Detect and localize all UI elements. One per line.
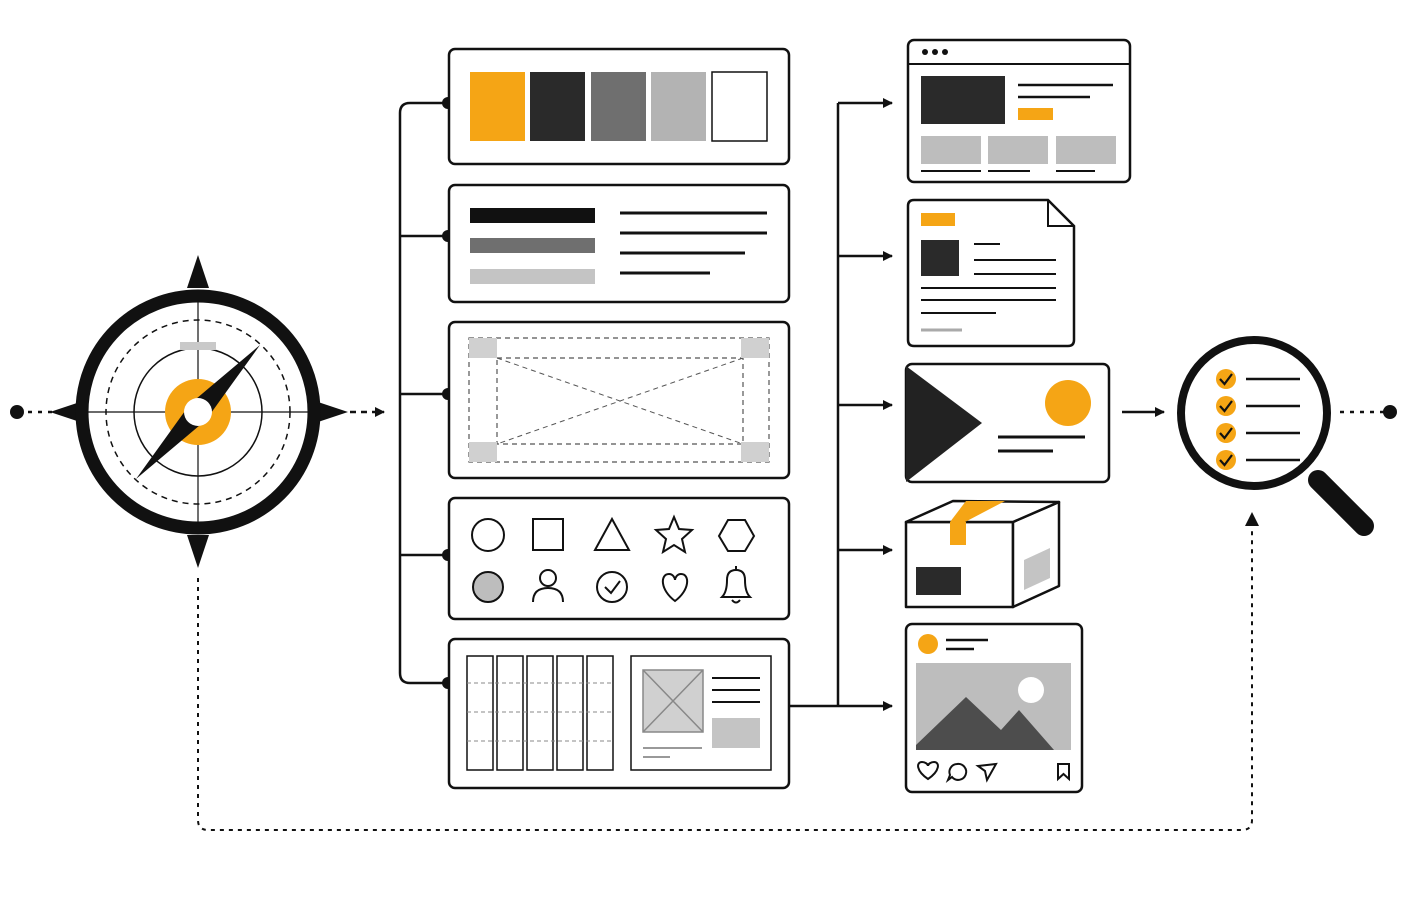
triangle-icon [593, 516, 631, 551]
hexagon-icon [717, 519, 756, 552]
social-post-icon [904, 622, 1084, 794]
element-color-palette [447, 47, 791, 166]
filled-circle-icon [472, 571, 504, 603]
browser-window-icon [906, 38, 1132, 184]
document-icon [906, 198, 1076, 348]
box-icon [904, 499, 1061, 609]
magnifier-checklist-icon [1177, 336, 1374, 536]
user-icon [532, 569, 564, 603]
checklist-item [1216, 396, 1300, 416]
end-dot [1383, 405, 1397, 419]
element-grid-system [447, 637, 791, 790]
bell-icon [719, 566, 753, 604]
checklist-item [1216, 450, 1300, 470]
swatch-accent [470, 72, 525, 141]
circle-icon [471, 518, 505, 552]
compass-icon [50, 255, 348, 568]
send-icon [975, 762, 998, 783]
swatch-light [651, 72, 706, 141]
card-icon [904, 362, 1111, 484]
checklist-item [1216, 369, 1300, 389]
comment-icon [945, 762, 968, 783]
check-circle-icon [596, 571, 628, 603]
element-iconography [447, 496, 791, 621]
checklist-item [1216, 423, 1300, 443]
feedback-loop-line [197, 528, 1253, 831]
square-icon [532, 518, 564, 551]
swatch-dark [530, 72, 585, 141]
start-dot [10, 405, 24, 419]
element-typography [447, 183, 791, 304]
element-layout-wireframe [447, 320, 791, 480]
star-icon [653, 514, 695, 555]
heart-icon [661, 572, 689, 603]
swatch-white [711, 71, 768, 142]
heart-icon [917, 760, 939, 781]
bookmark-icon [1057, 763, 1070, 782]
swatch-mid [591, 72, 646, 141]
